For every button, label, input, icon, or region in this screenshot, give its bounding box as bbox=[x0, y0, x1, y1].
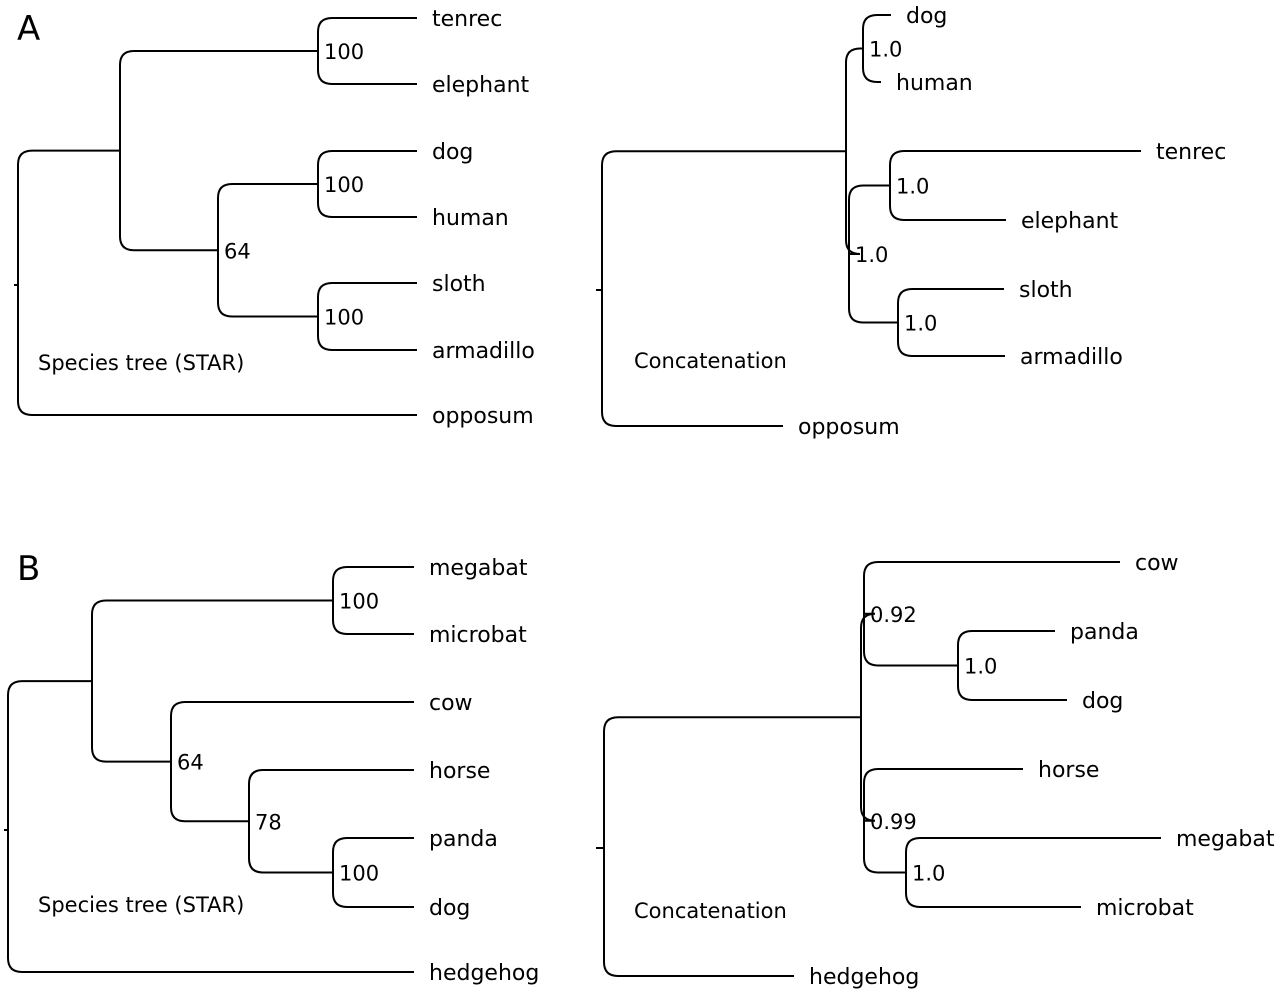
panel-a-concat-support-value: 1.0 bbox=[869, 38, 902, 62]
panel-b-star-leaf-panda: panda bbox=[429, 827, 498, 852]
panel-a-star-leaf-sloth: sloth bbox=[432, 272, 486, 297]
panel-a-star-branch-tenrec bbox=[317, 17, 417, 52]
panel-a-star-leaf-elephant: elephant bbox=[432, 73, 530, 98]
panel-a-concat-branch bbox=[848, 253, 899, 324]
panel-a-concat-branch bbox=[601, 150, 847, 290]
panel-b-star-leaf-hedgehog: hedgehog bbox=[429, 961, 539, 986]
panel-b-star-support-value: 100 bbox=[339, 590, 379, 614]
panel-a-concat-branch-armadillo bbox=[897, 321, 1005, 357]
panel-label-b: B bbox=[17, 549, 41, 589]
panel-b-concat-leaf-cow: cow bbox=[1135, 551, 1179, 576]
panel-b-concat-leaf-microbat: microbat bbox=[1096, 896, 1194, 921]
panel-a-concat-support-value: 1.0 bbox=[904, 312, 937, 336]
panel-b-star-leaf-megabat: megabat bbox=[429, 556, 528, 581]
panel-b-star-branch bbox=[91, 680, 172, 763]
panel-a-star-leaf-tenrec: tenrec bbox=[432, 7, 502, 32]
panel-a-star-branch-elephant bbox=[317, 50, 417, 85]
panel-a-concat-branch-tenrec bbox=[889, 150, 1141, 187]
panel-b-concat-support-value: 0.99 bbox=[870, 810, 917, 834]
panel-b-concat-leaf-horse: horse bbox=[1038, 758, 1099, 783]
panel-b-concat-branch-hedgehog bbox=[603, 845, 794, 977]
panel-b-star-leaf-horse: horse bbox=[429, 759, 490, 784]
panel-b-star-branch-horse bbox=[248, 769, 414, 823]
panel-a-concat-leaf-human: human bbox=[896, 71, 973, 96]
panel-a-star-branch bbox=[217, 183, 319, 252]
panel-a-concat-leaf-sloth: sloth bbox=[1019, 278, 1073, 303]
panel-a-concat-leaf-elephant: elephant bbox=[1021, 209, 1119, 234]
panel-b-concat-leaf-hedgehog: hedgehog bbox=[809, 965, 919, 990]
panel-a-concat-leaf-tenrec: tenrec bbox=[1156, 140, 1226, 165]
panel-b-concat-branch-megabat bbox=[905, 837, 1161, 874]
panel-b-concat-caption: Concatenation bbox=[634, 899, 787, 923]
panel-a-star-branch bbox=[119, 149, 219, 252]
panel-a-concat-branch bbox=[845, 47, 864, 153]
panel-a-star-branch bbox=[17, 149, 121, 284]
panel-a-concat-branch-sloth bbox=[897, 288, 1004, 324]
panel-b-concat-branch bbox=[863, 612, 959, 667]
panel-b-star-branch-cow bbox=[170, 701, 414, 763]
panel-b-star-branch-megabat bbox=[332, 566, 414, 602]
panel-a-concat-caption: Concatenation bbox=[634, 349, 787, 373]
panel-a-concat-branch-elephant bbox=[889, 184, 1006, 221]
panel-a-concat-leaf-armadillo: armadillo bbox=[1020, 345, 1123, 370]
panel-a-star-support-value: 64 bbox=[224, 239, 251, 263]
panel-b-star-support-value: 64 bbox=[177, 751, 204, 775]
panel-label-a: A bbox=[17, 9, 41, 49]
panel-a-star-branch bbox=[217, 249, 319, 318]
panel-b-concat-support-value: 1.0 bbox=[964, 655, 997, 679]
panel-b-star-branch bbox=[170, 760, 250, 823]
panel-b-star-branch-dog bbox=[332, 871, 414, 908]
panel-a-star-branch-armadillo bbox=[317, 315, 417, 351]
panel-a-concat-leaf-dog: dog bbox=[906, 4, 947, 29]
panel-b-concat-branch bbox=[863, 819, 907, 874]
panel-a-concat-leaf-opposum: opposum bbox=[798, 415, 900, 440]
panel-b-concat-leaf-megabat: megabat bbox=[1176, 827, 1275, 852]
panel-b-star-branch bbox=[248, 820, 334, 874]
panel-b-concat-branch bbox=[603, 716, 862, 848]
panel-b-concat-branch-microbat bbox=[905, 871, 1081, 908]
panel-b-concat-branch-horse bbox=[863, 768, 1023, 822]
panel-b-star-leaf-microbat: microbat bbox=[429, 623, 527, 648]
panel-a-star-branch-sloth bbox=[317, 282, 417, 318]
panel-a-star-branch bbox=[119, 50, 319, 152]
panel-a-star-leaf-armadillo: armadillo bbox=[432, 339, 535, 364]
panel-a-concat-branch-human bbox=[862, 47, 881, 83]
panel-b-star-leaf-dog: dog bbox=[429, 896, 470, 921]
panel-b-star-leaf-cow: cow bbox=[429, 691, 473, 716]
panel-a-concat-branch bbox=[848, 184, 891, 255]
panel-a-concat-support-value: 1.0 bbox=[896, 175, 929, 199]
panel-a-star-support-value: 100 bbox=[324, 306, 364, 330]
panel-a-star-leaf-opposum: opposum bbox=[432, 404, 534, 429]
panel-b-star-branch bbox=[91, 599, 334, 683]
panel-a-concat-branch-dog bbox=[862, 14, 891, 50]
panel-b-star-support-value: 78 bbox=[255, 810, 282, 834]
panel-b-concat-branch-cow bbox=[863, 561, 1120, 615]
panel-b-star-branch bbox=[7, 680, 93, 828]
panel-a-concat-branch-opposum bbox=[601, 287, 783, 427]
panel-a-star-caption: Species tree (STAR) bbox=[38, 351, 244, 375]
panel-a-star-support-value: 100 bbox=[324, 40, 364, 64]
panel-a-star-branch-dog bbox=[317, 150, 417, 185]
panel-a-star-leaf-dog: dog bbox=[432, 140, 473, 165]
panel-b-star-branch-hedgehog bbox=[7, 825, 414, 973]
panel-b-concat-branch-dog bbox=[957, 664, 1067, 701]
panel-b-concat-branch-panda bbox=[957, 630, 1055, 667]
panel-a-star-branch-human bbox=[317, 183, 417, 218]
panel-a-concat-support-value: 1.0 bbox=[855, 243, 888, 267]
panel-b-star-branch-microbat bbox=[332, 599, 414, 635]
panel-a-star-support-value: 100 bbox=[324, 173, 364, 197]
panel-b-concat-leaf-panda: panda bbox=[1070, 620, 1139, 645]
panel-b-star-support-value: 100 bbox=[339, 862, 379, 886]
panel-a-star-leaf-human: human bbox=[432, 206, 509, 231]
panel-a-star-branch-opposum bbox=[17, 281, 417, 416]
panel-b-concat-leaf-dog: dog bbox=[1082, 689, 1123, 714]
panel-b-star-caption: Species tree (STAR) bbox=[38, 893, 244, 917]
panel-b-star-branch-panda bbox=[332, 837, 414, 874]
panel-b-concat-support-value: 0.92 bbox=[870, 603, 917, 627]
panel-b-concat-support-value: 1.0 bbox=[912, 862, 945, 886]
